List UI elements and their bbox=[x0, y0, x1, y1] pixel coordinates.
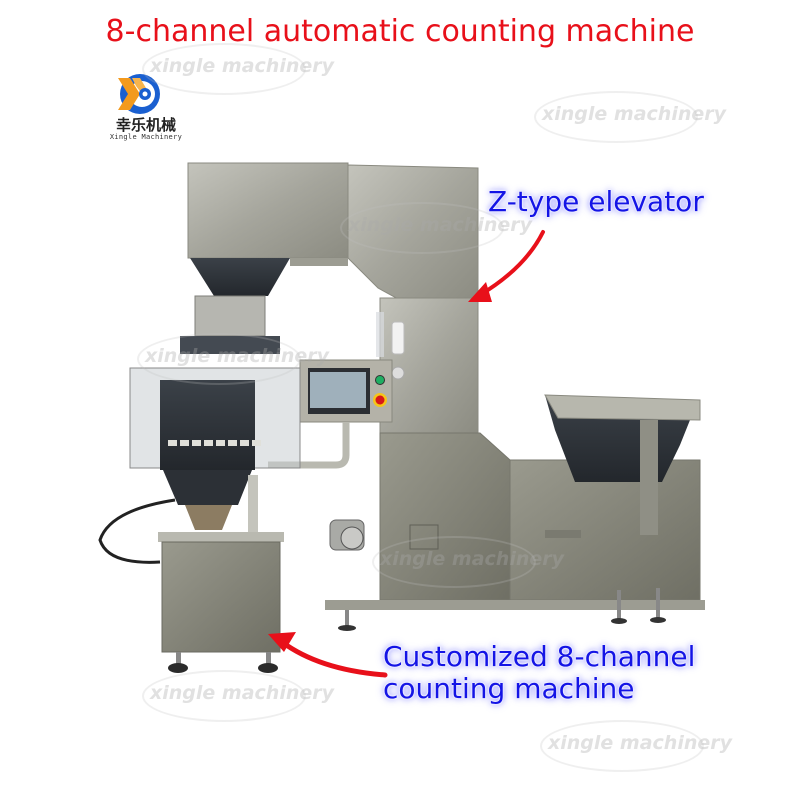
callout-counting-machine: Customized 8-channel counting machine bbox=[383, 640, 696, 706]
callout-z-type-elevator: Z-type elevator bbox=[488, 185, 704, 218]
watermark: xingle machinery bbox=[540, 720, 732, 772]
watermark: xingle machinery bbox=[142, 43, 334, 95]
page-title: 8-channel automatic counting machine bbox=[105, 14, 695, 49]
logo-mark-icon bbox=[118, 74, 160, 114]
machine-photo bbox=[98, 162, 705, 673]
logo-chinese-name: 幸乐机械 bbox=[115, 116, 176, 134]
watermark: xingle machinery bbox=[142, 670, 334, 722]
watermark: xingle machinery bbox=[372, 536, 564, 588]
watermark: xingle machinery bbox=[137, 333, 329, 385]
logo-english-name: Xingle Machinery bbox=[109, 133, 183, 141]
callout-line-1: Customized 8-channel bbox=[383, 640, 696, 673]
watermark: xingle machinery bbox=[534, 91, 726, 143]
callout-line-2: counting machine bbox=[383, 672, 635, 706]
brand-logo: 幸乐机械 Xingle Machinery bbox=[98, 70, 208, 145]
